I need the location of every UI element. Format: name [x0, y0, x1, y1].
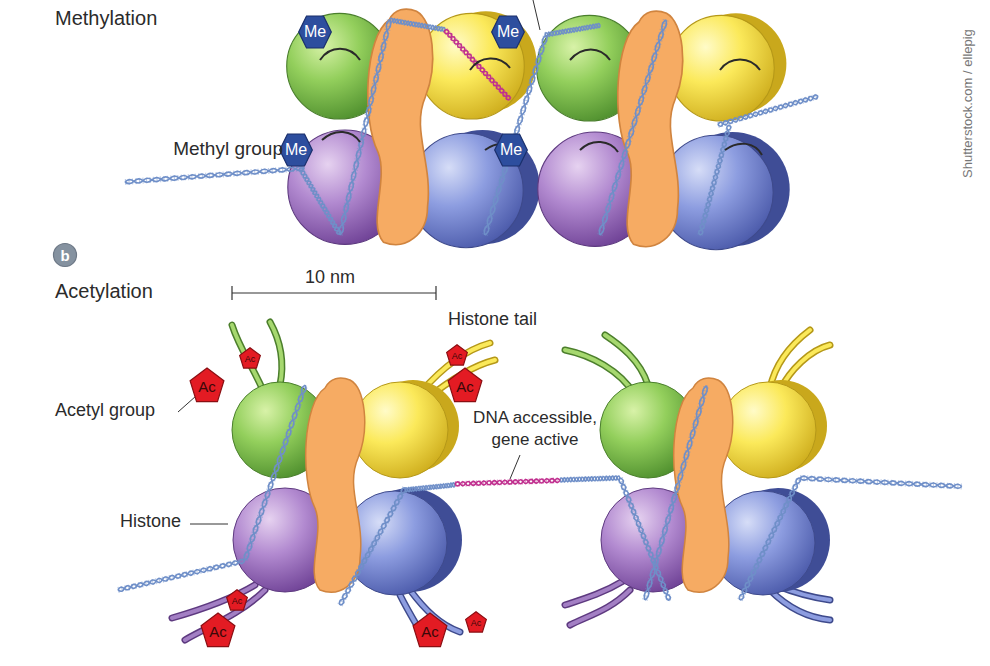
node-text: Me — [279, 133, 313, 167]
scale-bar — [232, 292, 436, 293]
acetyl-group-pentagon: Ac — [226, 589, 248, 611]
methyl-group-hexagon: Me — [494, 133, 528, 167]
leader-line — [178, 396, 196, 412]
leader-line — [533, 0, 540, 30]
leader-line — [190, 524, 228, 525]
node-text: Me — [494, 133, 528, 167]
annotation-label: Histone — [120, 511, 181, 533]
watermark: Shutterstock.com / ellepig — [960, 29, 976, 178]
acetyl-group-pentagon: Ac — [412, 612, 448, 648]
node-text: b — [53, 243, 77, 267]
annotation-label: Histone tail — [448, 309, 537, 331]
dna-helix — [118, 384, 962, 606]
annotation-label: DNA accessible, gene active — [455, 407, 615, 451]
nucleosome — [232, 378, 462, 595]
methyl-group-hexagon: Me — [491, 15, 525, 49]
scale-bar-tick — [231, 286, 232, 300]
node-text: Ac — [446, 344, 468, 366]
acetyl-group-pentagon: Ac — [446, 344, 468, 366]
nucleosome — [537, 11, 790, 250]
methylation-panel — [125, 0, 819, 250]
annotation-label: Methylation — [55, 6, 157, 30]
annotation-label: 10 nm — [280, 267, 380, 289]
node-text: Ac — [200, 612, 236, 648]
node-text: Ac — [189, 367, 225, 403]
acetyl-group-pentagon: Ac — [200, 612, 236, 648]
acetyl-group-pentagon: Ac — [447, 367, 483, 403]
acetylation-panel — [118, 286, 962, 640]
node-text: Me — [491, 15, 525, 49]
acetyl-group-pentagon: Ac — [465, 611, 487, 633]
leader-line — [510, 455, 520, 479]
node-text: Ac — [412, 612, 448, 648]
dna-linker — [455, 478, 560, 486]
acetyl-group-pentagon: Ac — [189, 367, 225, 403]
node-text: Ac — [447, 367, 483, 403]
acetyl-group-pentagon: Ac — [239, 347, 261, 369]
node-text: Ac — [465, 611, 487, 633]
dna-helix — [125, 18, 819, 236]
annotation-label: Acetyl group — [55, 400, 155, 422]
node-text: Me — [298, 15, 332, 49]
scale-bar-tick — [435, 286, 436, 300]
panel-badge: b — [53, 243, 77, 267]
annotation-label: Methyl group — [110, 138, 283, 161]
histone-tails — [172, 322, 830, 640]
annotation-label: Acetylation — [55, 279, 153, 303]
nucleosome — [287, 9, 540, 248]
node-text: Ac — [226, 589, 248, 611]
methyl-group-hexagon: Me — [298, 15, 332, 49]
methyl-group-hexagon: Me — [279, 133, 313, 167]
histone-tail-mark — [320, 49, 762, 155]
node-text: Ac — [239, 347, 261, 369]
